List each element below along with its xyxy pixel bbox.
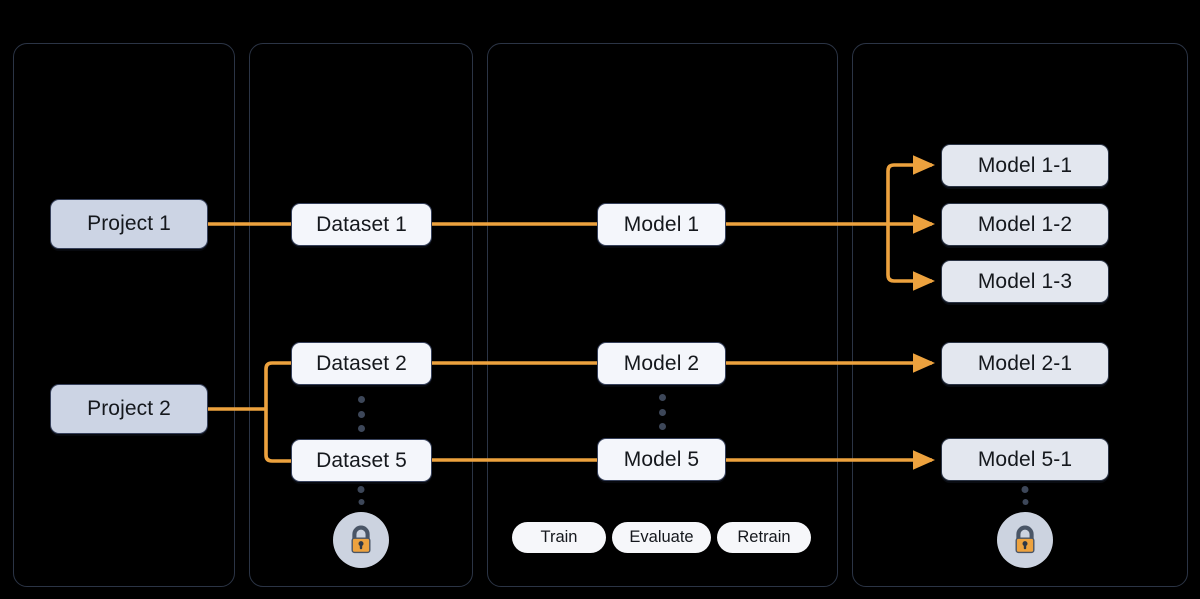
node-project-2[interactable]: Project 2	[50, 384, 208, 434]
pill-evaluate[interactable]: Evaluate	[612, 522, 711, 553]
lock-icon	[997, 512, 1053, 568]
node-model-1-2[interactable]: Model 1-2	[941, 203, 1109, 246]
projects-lane	[13, 43, 235, 587]
node-model-2[interactable]: Model 2	[597, 342, 726, 385]
node-dataset-5[interactable]: Dataset 5	[291, 439, 432, 482]
lock-icon	[333, 512, 389, 568]
node-model-1-3[interactable]: Model 1-3	[941, 260, 1109, 303]
node-model-5-1[interactable]: Model 5-1	[941, 438, 1109, 481]
pill-train[interactable]: Train	[512, 522, 606, 553]
lock-leader-dots	[357, 486, 365, 505]
deployed-models-lane	[852, 43, 1188, 587]
models-lane	[487, 43, 838, 587]
node-dataset-1[interactable]: Dataset 1	[291, 203, 432, 246]
node-model-2-1[interactable]: Model 2-1	[941, 342, 1109, 385]
dataset-lock-badge	[333, 486, 389, 574]
lock-leader-dots	[1021, 486, 1029, 505]
node-model-1[interactable]: Model 1	[597, 203, 726, 246]
node-dataset-2[interactable]: Dataset 2	[291, 342, 432, 385]
datasets-lane	[249, 43, 473, 587]
node-model-1-1[interactable]: Model 1-1	[941, 144, 1109, 187]
node-project-1[interactable]: Project 1	[50, 199, 208, 249]
model-lock-badge	[997, 486, 1053, 574]
node-model-5[interactable]: Model 5	[597, 438, 726, 481]
vertical-ellipsis-icon-models	[658, 394, 666, 430]
pill-retrain[interactable]: Retrain	[717, 522, 811, 553]
vertical-ellipsis-icon-datasets	[357, 396, 365, 432]
